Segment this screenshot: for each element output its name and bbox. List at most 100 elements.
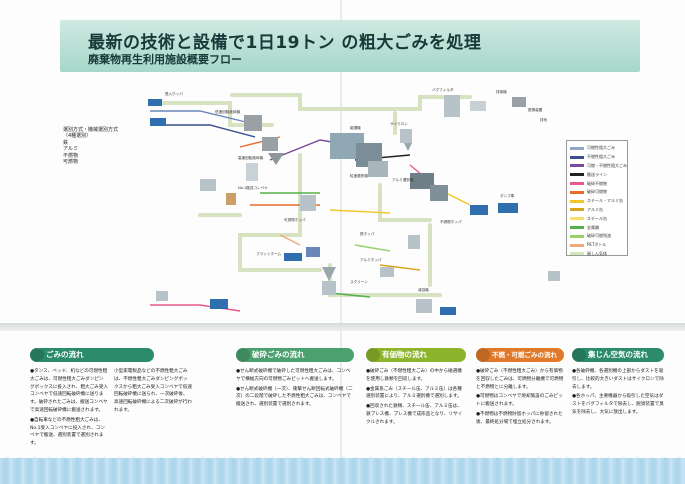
legend-item: 破砕可燃物 [570, 188, 624, 197]
water-decoration [0, 458, 685, 484]
legend-label: 破砕可燃物 [587, 189, 607, 195]
flow-paragraph: ●可燃物はコンベヤで焼却施設のごみピットに搬送されます。 [476, 394, 563, 408]
legend-swatch [570, 208, 584, 212]
diagram-label: 低速回転破砕機 [215, 109, 241, 114]
page-subtitle: 廃棄物再生利用施設概要フロー [88, 53, 242, 66]
legend-label: 破砕不燃物 [587, 180, 607, 186]
flow-paragraph: ●破砕ごみ（不燃性粗大ごみ）の中から磁選機を使用し鉄類を回収します。 [366, 369, 462, 382]
legend-swatch [570, 217, 584, 221]
flow-body: ●せん断式破砕機で破砕した可燃性粗大ごみは、コンベヤで横幅方向の可燃物ごみピット… [236, 368, 354, 409]
legend-swatch [570, 182, 584, 186]
legend-swatch [570, 146, 584, 150]
legend-swatch [570, 199, 584, 203]
diagram-label: 粒度選別機 [350, 173, 368, 178]
flow-body: ●破砕ごみ（不燃性粗大ごみ）から有価物を回収したごみは、可燃物分離機で可燃物と不… [476, 368, 564, 427]
legend-item: スチール缶 [570, 214, 624, 223]
flow-column-valuables: 有価物の流れ ●破砕ごみ（不燃性粗大ごみ）の中から磁選機を使用し鉄類を回収します… [366, 348, 466, 429]
diagram-label: 磁選機 [350, 125, 361, 130]
diagram-label: バグフィルタ [432, 87, 454, 92]
sorting-line: アルミ [63, 146, 78, 153]
legend-label: 不燃性粗大ごみ [587, 154, 615, 160]
legend-swatch [570, 164, 584, 168]
diagram-label: 排風機 [496, 89, 507, 94]
legend-item: 磁しん気体 [570, 250, 624, 259]
legend-item: 可燃・不燃性粗大ごみ [570, 162, 627, 171]
sorting-line: （4種選別） [63, 133, 92, 140]
diagram-label: アルミホッパ [360, 257, 382, 262]
diagram-label: 減容機 [418, 287, 429, 292]
legend-swatch [570, 173, 584, 177]
legend-item: 不燃性粗大ごみ [570, 153, 624, 162]
diagram-label: 脱臭装置 [528, 107, 543, 112]
flow-paragraph: ●回収された鉄類、スチール缶、アルミ缶は、鉄プレス機、プレス機で成形品となり、リ… [366, 404, 463, 425]
process-flow-diagram: 受入ホッパ 低速回転破砕機 高速回転破砕機 No.1搬送コンベヤ バグフィルタ … [148, 87, 560, 328]
flow-paragraph: ●破砕ごみ（不燃性粗大ごみ）から有価物を回収したごみは、可燃物分離機で可燃物と不… [476, 369, 564, 390]
diagram-label: No.1搬送コンベヤ [238, 185, 268, 190]
diagram-legend: 可燃性粗大ごみ不燃性粗大ごみ可燃・不燃性粗大ごみ搬送ライン破砕不燃物破砕可燃物ス… [566, 140, 628, 256]
sorting-line: 不燃物 [63, 152, 79, 159]
legend-swatch [570, 243, 584, 247]
legend-label: 搬送ライン [587, 171, 607, 177]
legend-label: 金属類 [587, 224, 599, 230]
legend-swatch [570, 252, 584, 256]
legend-label: 可燃・不燃性粗大ごみ [587, 162, 627, 168]
legend-item: PETボトル [570, 241, 624, 250]
flow-column-crushed: 破砕ごみの流れ ●せん断式破砕機で破砕した可燃性粗大ごみは、コンベヤで横幅方向の… [236, 348, 354, 411]
legend-label: 磁しん気体 [587, 250, 607, 256]
legend-item: 金属類 [570, 223, 624, 232]
sorting-line: 選別方式・機械選別方式 [63, 127, 119, 133]
diagram-label: ダンプ車 [500, 193, 515, 198]
flow-paragraph: ●せん断式破砕機で破砕した可燃性粗大ごみは、コンベヤで横幅方向の可燃物ごみピット… [236, 369, 351, 382]
diagram-label: プラットホーム [256, 251, 281, 256]
legend-item: 破砕可燃残渣 [570, 232, 624, 241]
legend-label: 破砕可燃残渣 [587, 233, 611, 239]
legend-label: PETボトル [587, 242, 607, 248]
page-fold [340, 0, 342, 484]
legend-item: アルミ缶 [570, 206, 624, 215]
flow-body: ●タンス、ベッド、机などの可燃性粗大ごみは、可燃性粗大ごみダンピングボックスに投… [30, 368, 195, 450]
flow-body: ●各破砕機、各選別機の上部からダストを吸引し、比較的大きいダストはサイクロンで除… [572, 368, 664, 417]
legend-item: 破砕不燃物 [570, 179, 624, 188]
diagram-label: アルミ選別機 [392, 177, 414, 182]
legend-swatch [570, 234, 584, 238]
water-wave-edge [0, 454, 685, 460]
flow-column-dust-air: 集じん空気の流れ ●各破砕機、各選別機の上部からダストを吸引し、比較的大きいダス… [572, 348, 664, 419]
diagram-label: サイクロン [390, 121, 408, 126]
sorting-line: 鉄 [63, 139, 69, 146]
legend-label: アルミ缶 [587, 206, 603, 212]
diagram-label: 可燃物ホッパ [284, 217, 306, 222]
legend-item: 可燃性粗大ごみ [570, 144, 624, 153]
legend-label: スチール・アルミ缶 [587, 198, 623, 204]
diagram-label: 高速回転破砕機 [238, 155, 264, 160]
diagram-label: スクリーン [350, 279, 368, 284]
flow-column-nonburnable: 不燃・可燃ごみの流れ ●破砕ごみ（不燃性粗大ごみ）から有価物を回収したごみは、可… [476, 348, 564, 429]
flow-heading: 有価物の流れ [370, 348, 466, 362]
flow-paragraph: ●各ホッパ、主要機器から吸引した空気はダストをバグフィルタで除去し、脱臭装置で臭… [572, 394, 664, 415]
legend-swatch [570, 226, 584, 230]
flow-heading: 不燃・可燃ごみの流れ [480, 348, 564, 362]
title-band [60, 20, 640, 72]
legend-label: スチール缶 [587, 215, 607, 221]
sorting-method-box: 選別方式・機械選別方式 （4種選別） 鉄 アルミ 不燃物 可燃物 [63, 127, 128, 169]
page-title: 最新の技術と設備で1日19トン の粗大ごみを処理 [88, 33, 482, 53]
legend-item: 搬送ライン [570, 170, 624, 179]
flow-paragraph: ●金属系ごみ（スチール缶、アルミ缶）は各種選別装置により、アルミ選別機で選別しま… [366, 386, 462, 400]
legend-swatch [570, 190, 584, 194]
legend-label: 可燃性粗大ごみ [587, 145, 615, 151]
flow-heading: ごみの流れ [34, 348, 154, 362]
legend-item: スチール・アルミ缶 [570, 197, 624, 206]
flow-heading: 破砕ごみの流れ [240, 348, 354, 362]
flow-paragraph: ●自転車などの不燃性粗大ごみは、No.1受入コンベヤに投入され、コンベヤで搬送、… [30, 417, 105, 447]
sorting-line: 可燃物 [63, 159, 79, 166]
diagram-label: 受入ホッパ [165, 91, 183, 96]
diagram-label: 鉄ホッパ [360, 231, 375, 236]
flow-paragraph: ●各破砕機、各選別機の上部からダストを吸引し、比較的大きいダストはサイクロンで除… [572, 369, 664, 390]
flow-paragraph: ●タンス、ベッド、机などの可燃性粗大ごみは、可燃性粗大ごみダンピングボックスに投… [30, 369, 109, 413]
flow-heading: 集じん空気の流れ [576, 348, 664, 362]
flow-paragraph: ●せん断式破砕機（一次）、衝撃せん断回転式破砕機（二次）の二段階で破砕した不燃性… [236, 386, 353, 408]
ground-line [0, 323, 685, 331]
flow-paragraph: ●不燃物は不燃物貯留ホッパに貯留された後、最終処分場で埋立処分されます。 [476, 411, 563, 425]
diagram-label: 不燃物ホッパ [440, 219, 462, 224]
legend-swatch [570, 155, 584, 159]
flow-column-garbage: ごみの流れ ●タンス、ベッド、机などの可燃性粗大ごみは、可燃性粗大ごみダンピング… [30, 348, 192, 450]
